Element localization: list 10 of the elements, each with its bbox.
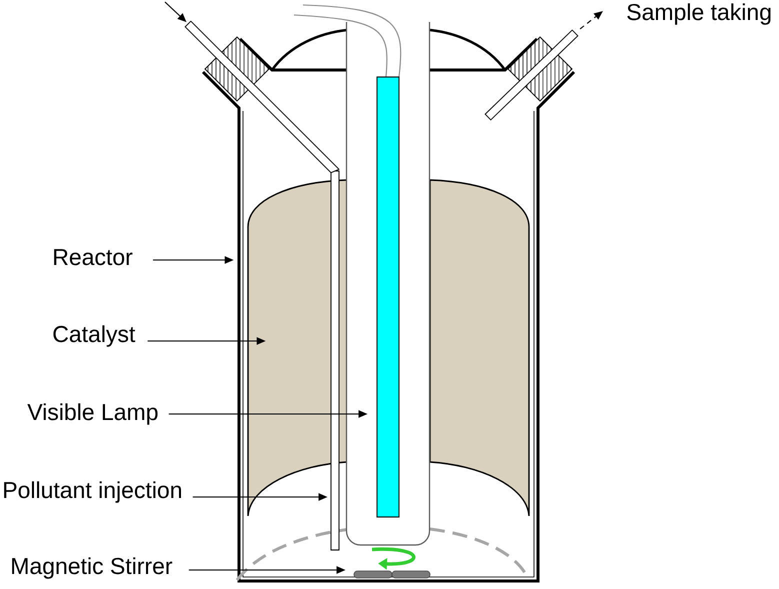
part-label: Pollutant injection xyxy=(4,481,181,503)
part-label: Sample taking xyxy=(627,3,770,25)
part-label: Reactor xyxy=(54,249,132,266)
lamp xyxy=(294,4,430,546)
injection-tube xyxy=(184,20,340,550)
part-label: Visible Lamp xyxy=(27,403,158,425)
part-label: Magnetic Stirrer xyxy=(12,557,172,579)
part-label: Catalyst xyxy=(53,325,136,347)
magnetic-stirrer xyxy=(354,547,430,578)
catalyst-layer xyxy=(247,179,530,517)
